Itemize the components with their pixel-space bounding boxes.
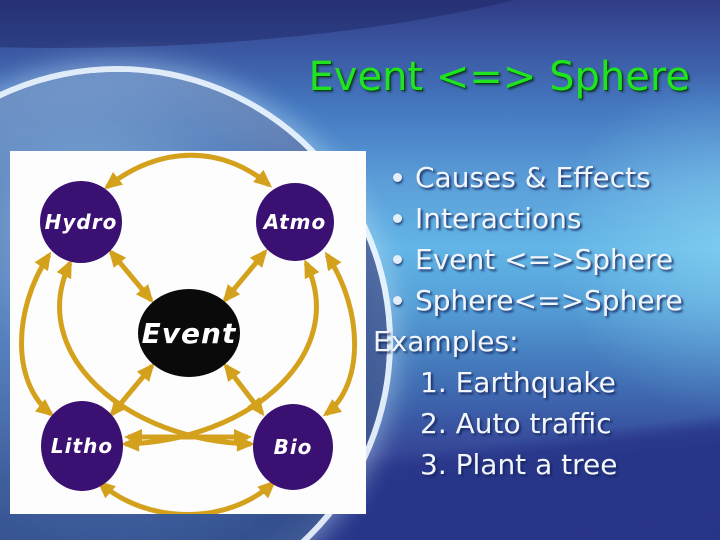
arrow-bio-event — [223, 362, 265, 417]
arrow-group — [19, 152, 358, 514]
node-litho — [41, 401, 123, 491]
arrow-atmo-bio — [322, 251, 358, 417]
example-item: 1. Earthquake — [373, 362, 718, 403]
node-bio-label: Bio — [274, 435, 313, 459]
diagram-card: Hydro Atmo Litho Bio Event — [10, 151, 366, 514]
arrow-hydro-litho — [19, 251, 55, 417]
list-item: Sphere<=>Sphere — [373, 280, 718, 321]
sphere-event-diagram: Hydro Atmo Litho Bio Event — [19, 152, 358, 514]
node-hydro-label: Hydro — [45, 210, 118, 234]
example-item: 2. Auto traffic — [373, 403, 718, 444]
example-item-label: 2. Auto traffic — [420, 407, 612, 440]
node-hydro — [40, 181, 122, 263]
example-item-label: 1. Earthquake — [420, 366, 616, 399]
arrow-hydro-event — [108, 248, 154, 304]
node-litho-label: Litho — [51, 434, 113, 458]
slide-title: Event <=> Sphere — [308, 54, 690, 100]
list-item-label: Causes & Effects — [415, 161, 651, 194]
arrow-atmo-event — [222, 248, 268, 304]
node-bio — [253, 404, 333, 490]
node-event-label: Event — [142, 317, 237, 350]
arrow-hydro-atmo — [103, 152, 273, 190]
example-item-label: 3. Plant a tree — [420, 448, 618, 481]
list-item: Interactions — [373, 198, 718, 239]
list-item: Causes & Effects — [373, 157, 718, 198]
node-atmo — [256, 183, 334, 261]
node-group: Hydro Atmo Litho Bio Event — [40, 181, 334, 491]
list-item-label: Event <=>Sphere — [415, 243, 674, 276]
bullet-list: Causes & Effects Interactions Event <=>S… — [373, 157, 718, 485]
example-item: 3. Plant a tree — [373, 444, 718, 485]
examples-heading: Examples: — [373, 321, 718, 362]
bullet-icon — [393, 214, 402, 223]
bullet-icon — [393, 173, 402, 182]
examples-heading-label: Examples: — [373, 325, 519, 358]
arrow-litho-bio-arc — [96, 480, 276, 514]
top-dome-shade — [0, 0, 720, 48]
list-item-label: Sphere<=>Sphere — [415, 284, 683, 317]
bullet-icon — [393, 255, 402, 264]
list-item: Event <=>Sphere — [373, 239, 718, 280]
node-atmo-label: Atmo — [262, 210, 327, 234]
list-item-label: Interactions — [415, 202, 582, 235]
node-event — [138, 289, 240, 377]
arrow-litho-event — [109, 362, 155, 418]
bullet-icon — [393, 296, 402, 305]
